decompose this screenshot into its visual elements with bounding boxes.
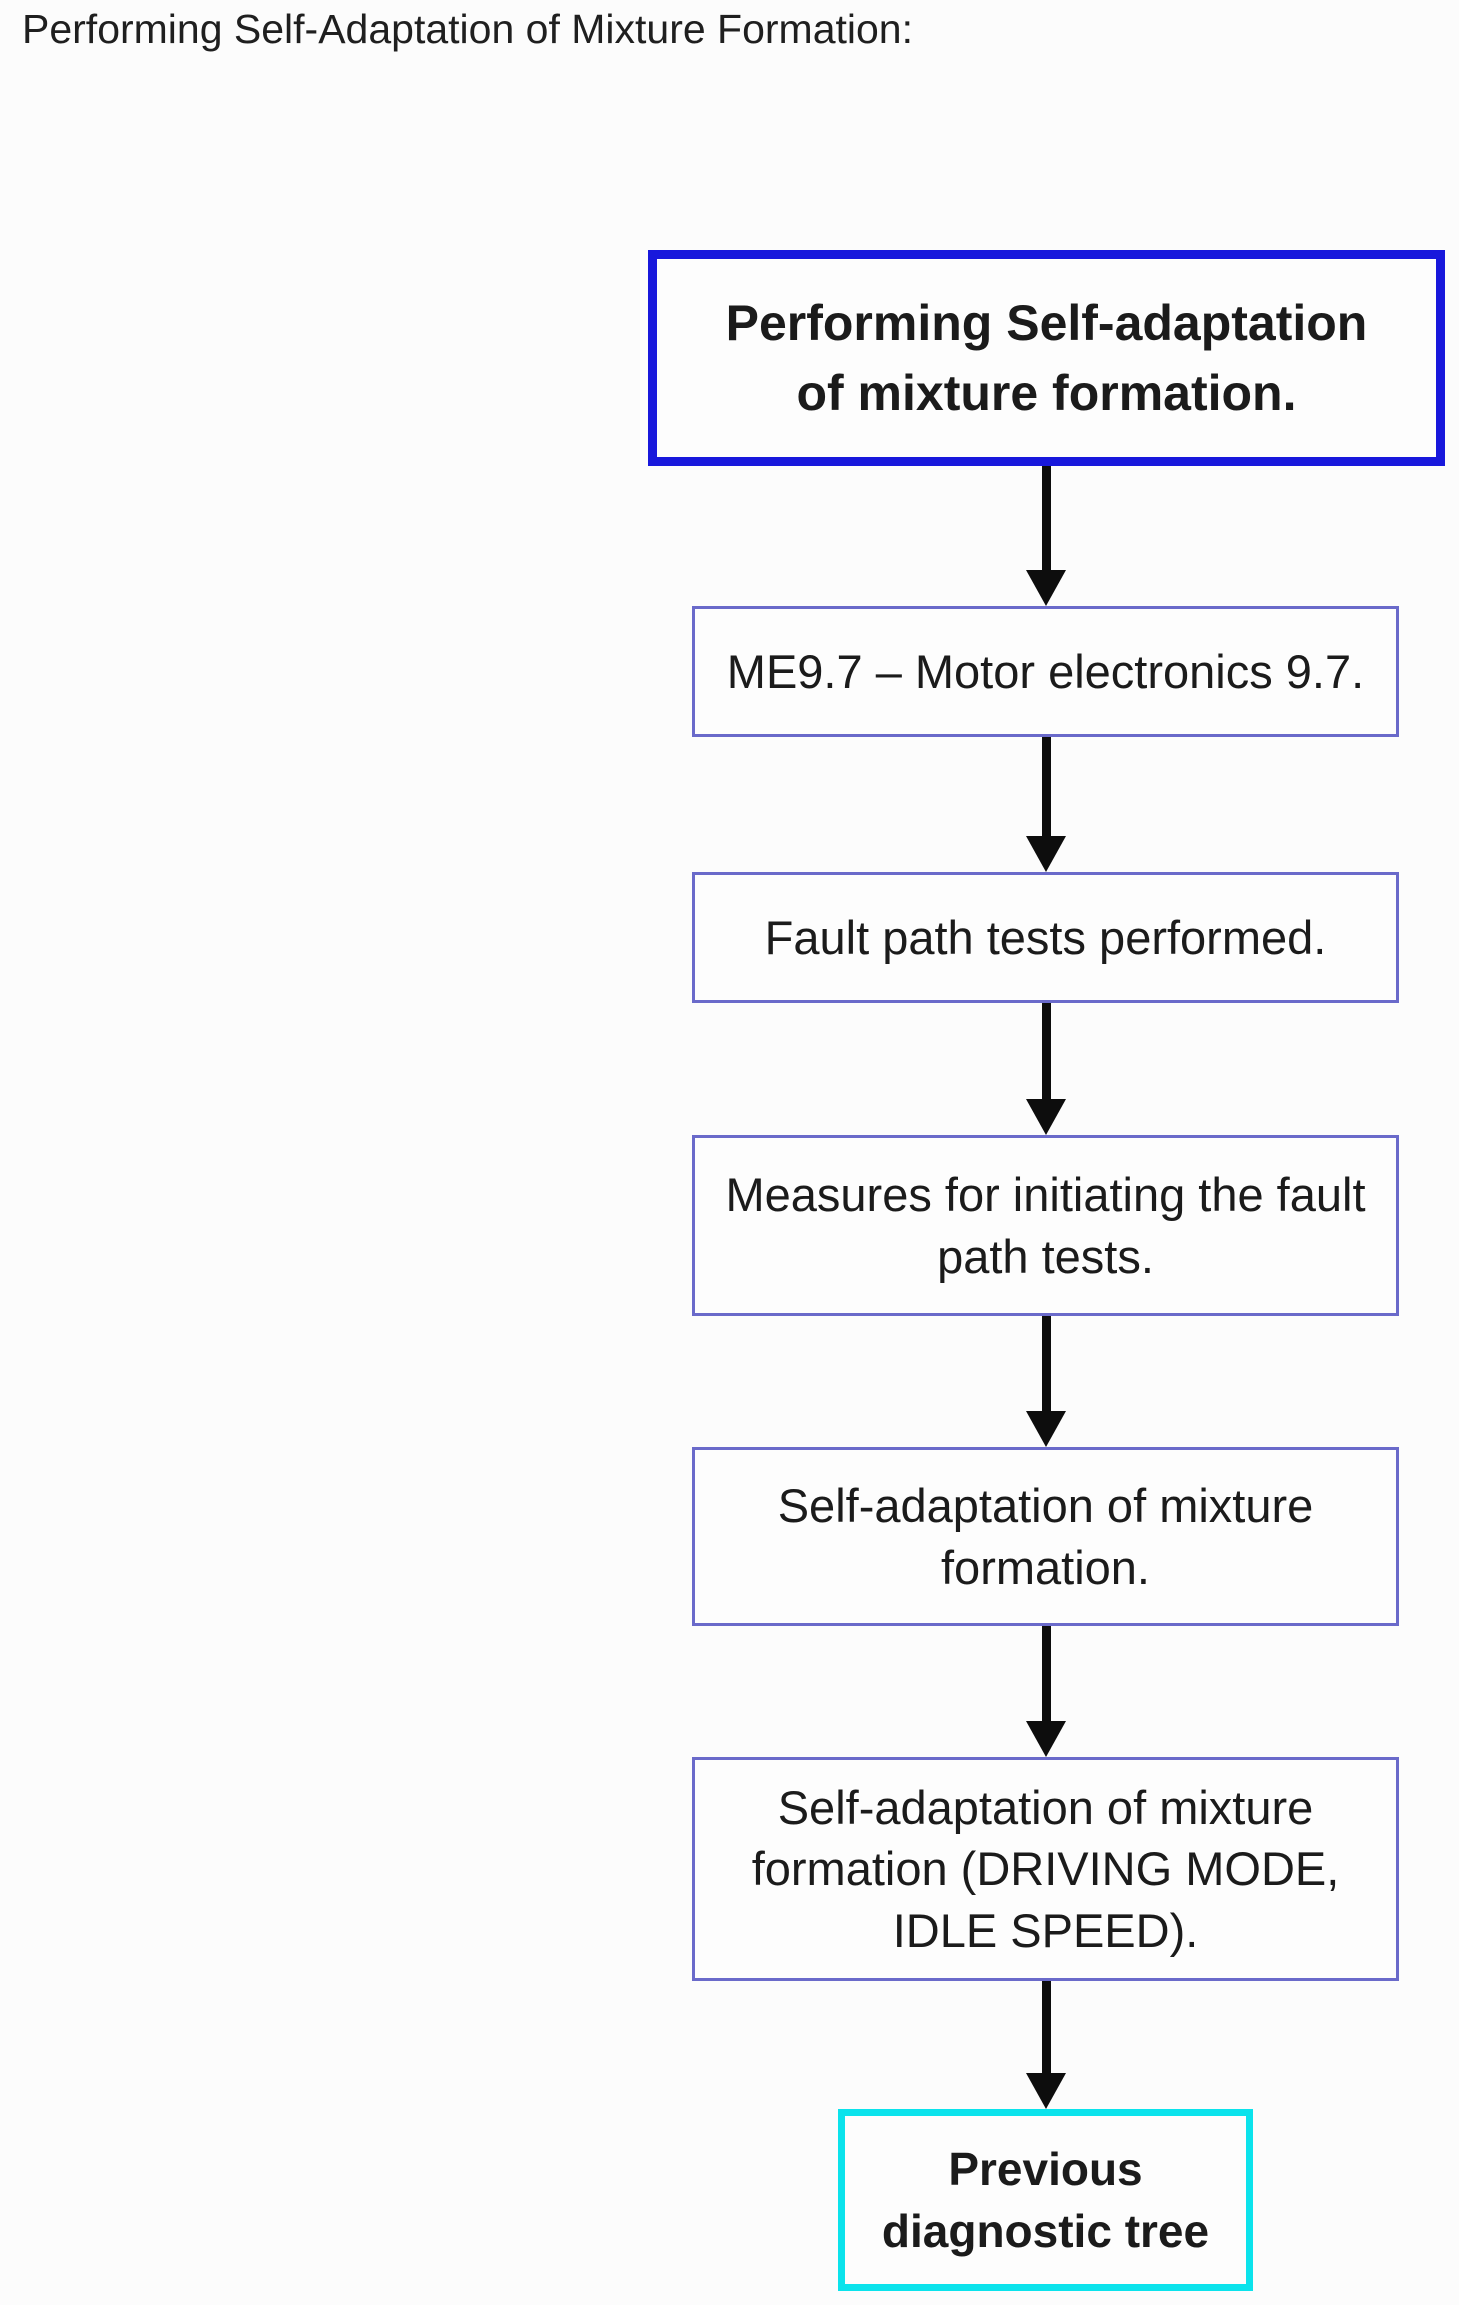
down-arrow-icon: [1026, 1626, 1066, 1757]
down-arrow-icon: [1026, 1981, 1066, 2109]
flow-node-measures: Measures for initiating the fault path t…: [692, 1135, 1399, 1316]
down-arrow-icon: [1026, 1003, 1066, 1135]
arrow-head: [1026, 1099, 1066, 1135]
arrow-stem: [1041, 1003, 1051, 1099]
flow-node-self-adaptation-modes: Self-adaptation of mixture formation (DR…: [692, 1757, 1399, 1981]
page-title: Performing Self-Adaptation of Mixture Fo…: [22, 6, 913, 52]
arrow-head: [1026, 1721, 1066, 1757]
arrow-stem: [1041, 466, 1051, 570]
flow-node-previous-diagnostic-tree: Previous diagnostic tree: [838, 2109, 1253, 2291]
arrow-head: [1026, 836, 1066, 872]
down-arrow-icon: [1026, 1316, 1066, 1447]
arrow-head: [1026, 570, 1066, 606]
arrow-stem: [1041, 1981, 1051, 2073]
arrow-stem: [1041, 737, 1051, 836]
flow-node-motor-electronics: ME9.7 – Motor electronics 9.7.: [692, 606, 1399, 737]
arrow-head: [1026, 1411, 1066, 1447]
down-arrow-icon: [1026, 466, 1066, 606]
arrow-stem: [1041, 1316, 1051, 1411]
down-arrow-icon: [1026, 737, 1066, 872]
arrow-stem: [1041, 1626, 1051, 1721]
flow-node-fault-path-tests: Fault path tests performed.: [692, 872, 1399, 1003]
arrow-head: [1026, 2073, 1066, 2109]
flow-node-start: Performing Self-adaptation of mixture fo…: [648, 250, 1445, 466]
flow-node-self-adaptation: Self-adaptation of mixture formation.: [692, 1447, 1399, 1626]
